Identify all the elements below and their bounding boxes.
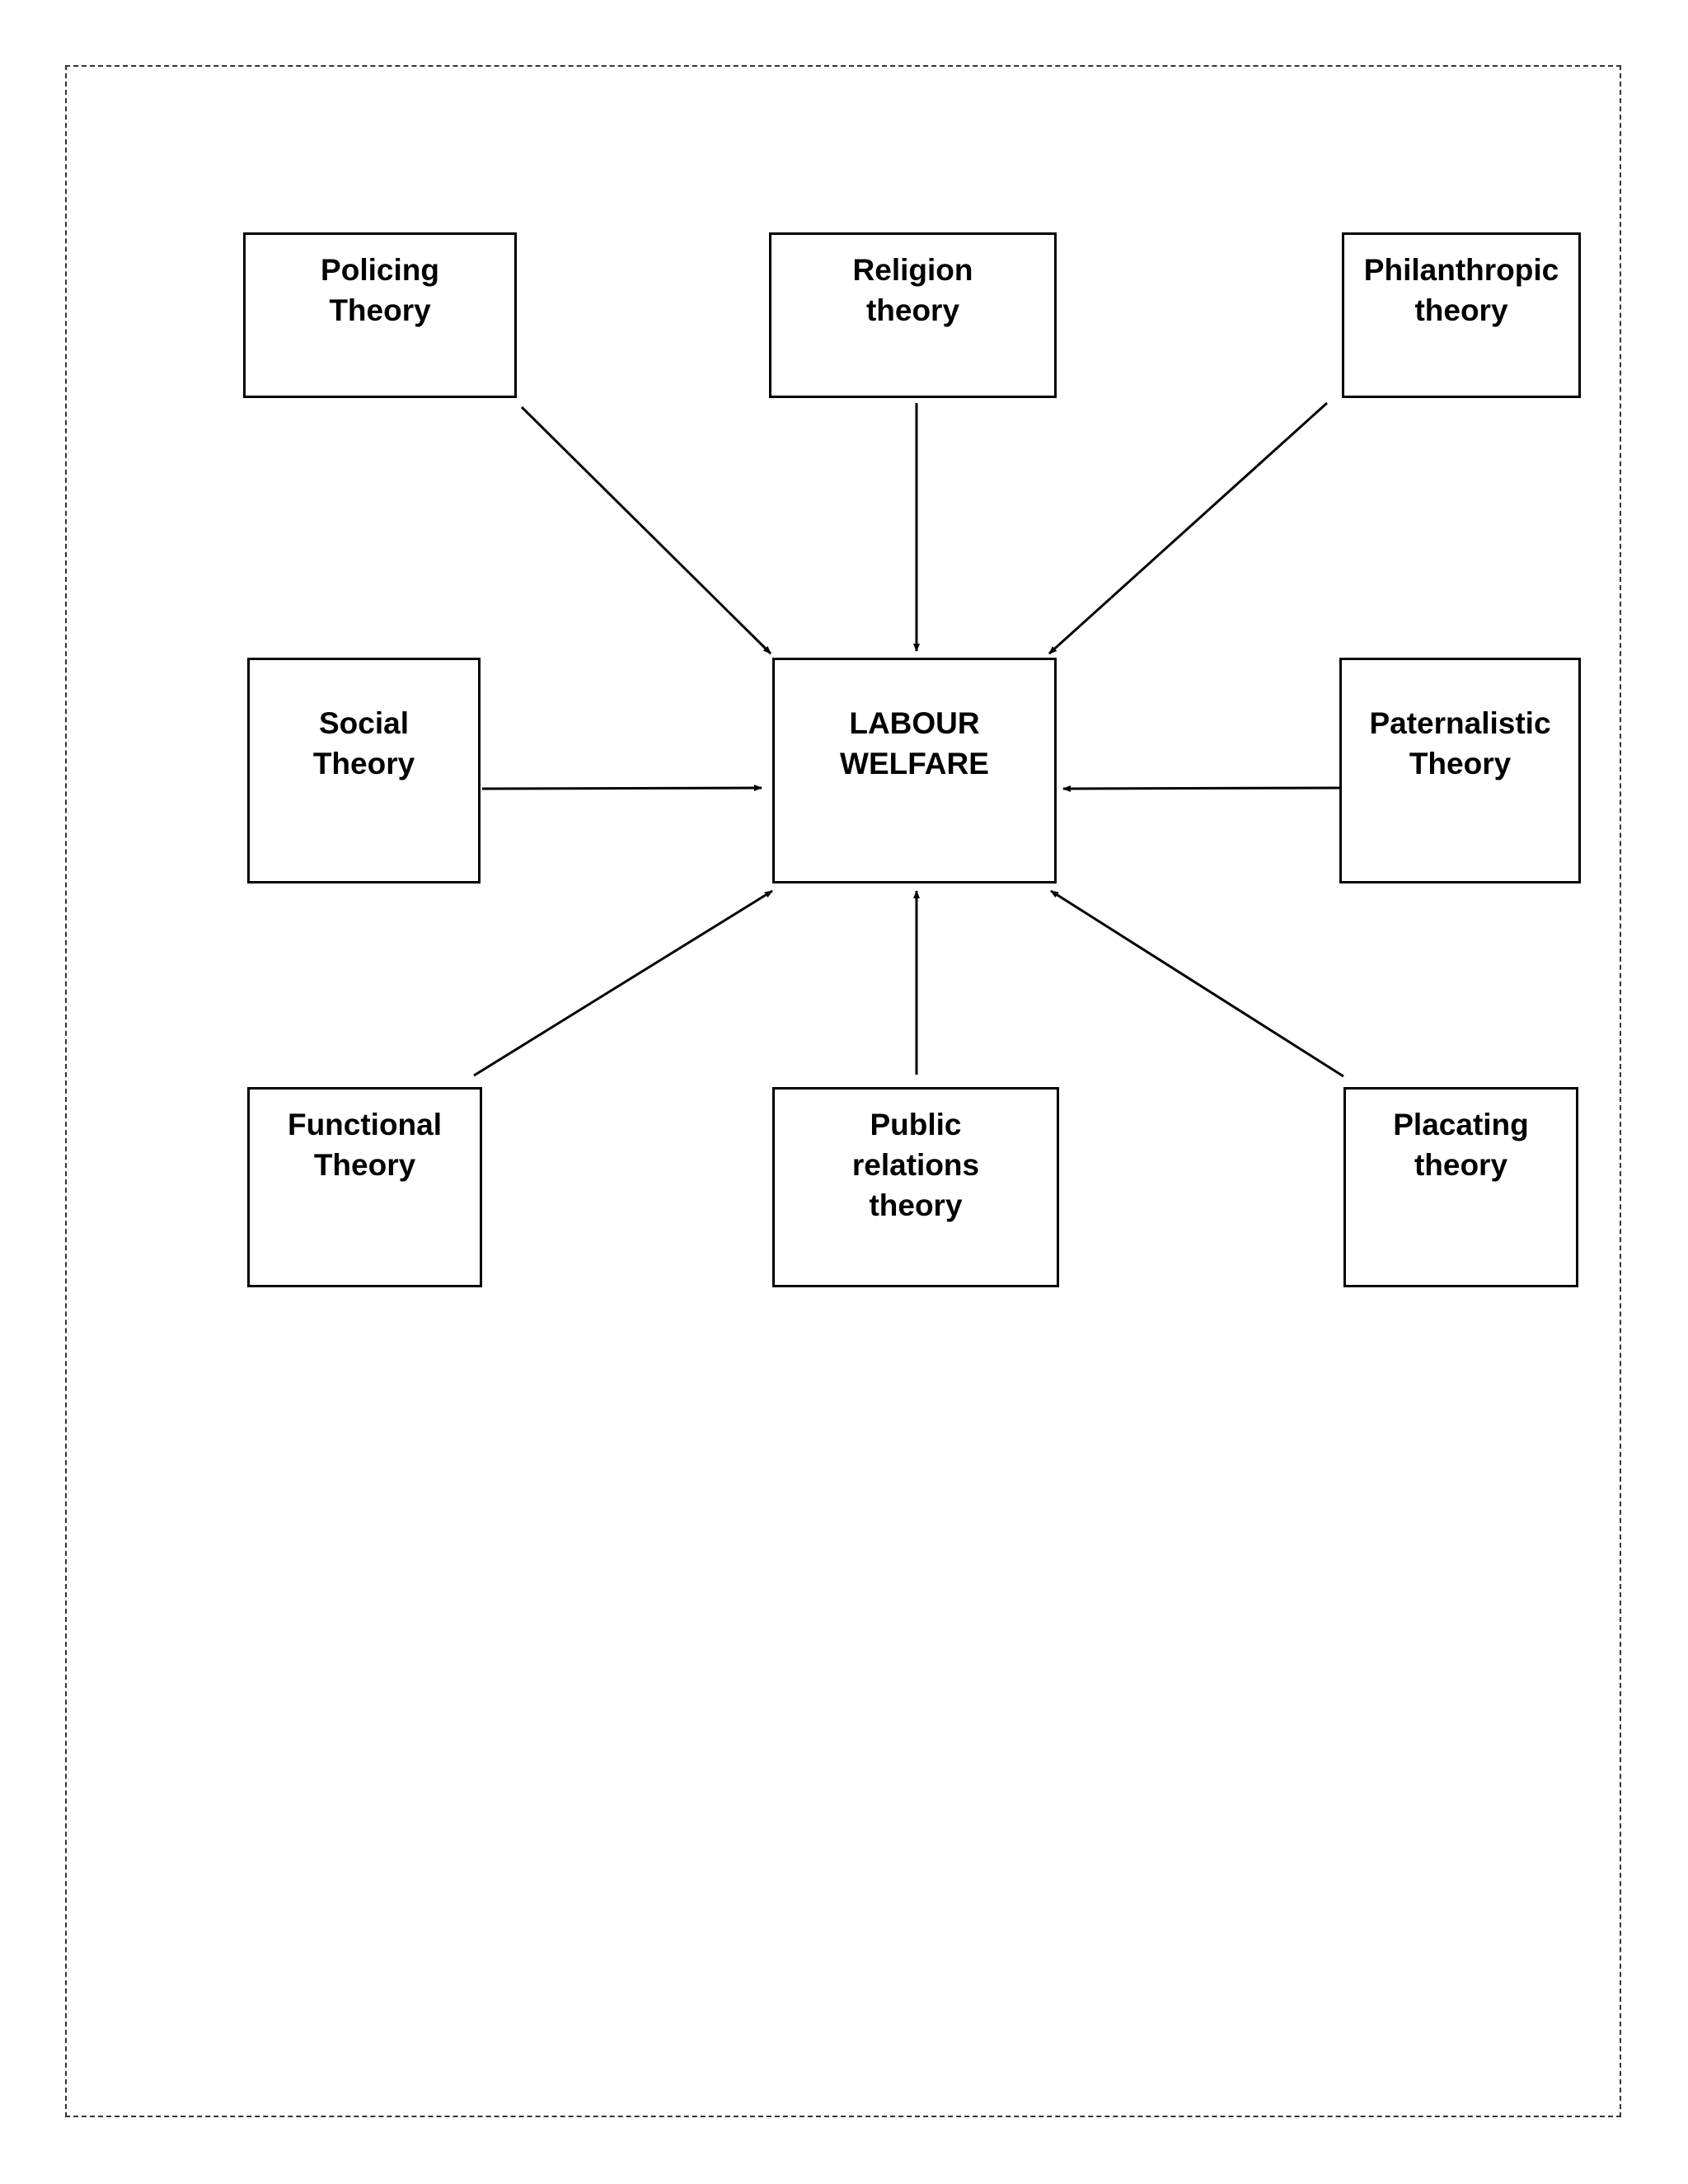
- node-label-line2: Theory: [312, 747, 415, 780]
- node-label-line2: theory: [865, 293, 960, 327]
- node-label-line2: Theory: [329, 293, 431, 327]
- node-label-line1: Paternalistic: [1369, 706, 1551, 740]
- arrow-paternalistic-to-center: [1062, 785, 1344, 792]
- node-philanthropic-theory: Philanthropic theory: [1342, 232, 1581, 398]
- node-labour-welfare: LABOUR WELFARE: [772, 658, 1057, 883]
- node-label-line2: relations: [851, 1148, 980, 1182]
- center-label-line2: WELFARE: [840, 747, 989, 780]
- arrow-placating-to-center: [1050, 889, 1344, 1078]
- center-label-line1: LABOUR: [849, 706, 980, 740]
- node-label-line1: Social: [319, 706, 409, 740]
- node-label-line2: theory: [1414, 293, 1508, 327]
- page-border: [65, 65, 1621, 2117]
- node-public-relations-theory: Public relations theory: [772, 1087, 1059, 1287]
- node-label-line1: Philanthropic: [1363, 253, 1559, 287]
- node-label-line1: Religion: [852, 253, 973, 287]
- node-religion-theory: Religion theory: [769, 232, 1057, 398]
- node-label-line2: Theory: [313, 1148, 416, 1182]
- arrow-philanthropic-to-center: [1048, 401, 1329, 655]
- arrow-policing-to-center: [520, 405, 772, 655]
- node-paternalistic-theory: Paternalistic Theory: [1339, 658, 1581, 883]
- node-label-line1: Public: [870, 1108, 962, 1141]
- arrow-functional-to-center: [473, 889, 773, 1077]
- arrow-social-to-center: [481, 785, 762, 792]
- node-functional-theory: Functional Theory: [247, 1087, 482, 1287]
- node-label-line1: Functional: [287, 1108, 443, 1141]
- node-policing-theory: Policing Theory: [243, 232, 517, 398]
- node-label-line3: theory: [869, 1188, 963, 1222]
- node-label-line1: Placating: [1393, 1108, 1529, 1141]
- node-social-theory: Social Theory: [247, 658, 481, 883]
- node-label-line2: theory: [1414, 1148, 1508, 1182]
- node-label-line1: Policing: [321, 253, 439, 287]
- node-placating-theory: Placating theory: [1343, 1087, 1578, 1287]
- node-label-line2: Theory: [1409, 747, 1512, 780]
